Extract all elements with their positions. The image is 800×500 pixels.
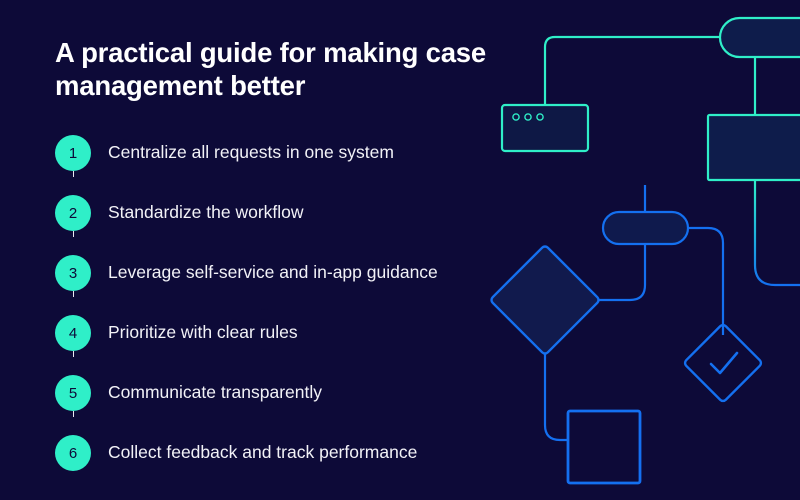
list-item: 3 Leverage self-service and in-app guida… xyxy=(55,255,530,315)
step-connector-line xyxy=(73,291,74,297)
step-marker: 2 xyxy=(55,195,91,237)
pill-node-middle xyxy=(601,210,690,246)
step-marker: 4 xyxy=(55,315,91,357)
list-item: 2 Standardize the workflow xyxy=(55,195,530,255)
flowchart-illustration xyxy=(490,16,800,485)
rectangle-node-filled xyxy=(706,113,800,182)
list-item: 4 Prioritize with clear rules xyxy=(55,315,530,375)
step-connector-line xyxy=(73,231,74,237)
connector-diamond-to-square xyxy=(543,340,568,442)
checkmark-icon xyxy=(709,351,739,375)
step-marker: 3 xyxy=(55,255,91,297)
pill-node-top xyxy=(718,16,800,59)
step-marker: 1 xyxy=(55,135,91,177)
window-dot-icon xyxy=(536,113,544,121)
step-label: Standardize the workflow xyxy=(108,202,304,222)
step-connector-line xyxy=(73,411,74,417)
step-number-badge: 5 xyxy=(55,375,91,411)
connector-pill-to-diamond xyxy=(587,240,647,302)
list-item: 6 Collect feedback and track performance xyxy=(55,435,530,495)
step-marker: 5 xyxy=(55,375,91,417)
step-number-badge: 4 xyxy=(55,315,91,351)
step-number-badge: 3 xyxy=(55,255,91,291)
steps-list: 1 Centralize all requests in one system … xyxy=(55,135,530,495)
step-label: Prioritize with clear rules xyxy=(108,322,298,342)
step-label: Collect feedback and track performance xyxy=(108,442,418,462)
connector-pill-to-check-diamond xyxy=(688,226,725,335)
step-number-badge: 6 xyxy=(55,435,91,471)
step-label: Leverage self-service and in-app guidanc… xyxy=(108,262,438,282)
step-number-badge: 1 xyxy=(55,135,91,171)
step-connector-line xyxy=(73,351,74,357)
square-node-outline xyxy=(566,409,642,485)
connector-rectangle-down-right xyxy=(753,180,800,287)
check-diamond-node xyxy=(683,323,763,403)
list-item: 5 Communicate transparently xyxy=(55,375,530,435)
page-title: A practical guide for making case manage… xyxy=(55,37,486,101)
content-column: A practical guide for making case manage… xyxy=(55,37,530,495)
list-item: 1 Centralize all requests in one system xyxy=(55,135,530,195)
step-number-badge: 2 xyxy=(55,195,91,231)
step-label: Centralize all requests in one system xyxy=(108,142,394,162)
step-label: Communicate transparently xyxy=(108,382,322,402)
connector-pill-to-window xyxy=(543,35,720,105)
step-marker: 6 xyxy=(55,435,91,471)
step-connector-line xyxy=(73,171,74,177)
